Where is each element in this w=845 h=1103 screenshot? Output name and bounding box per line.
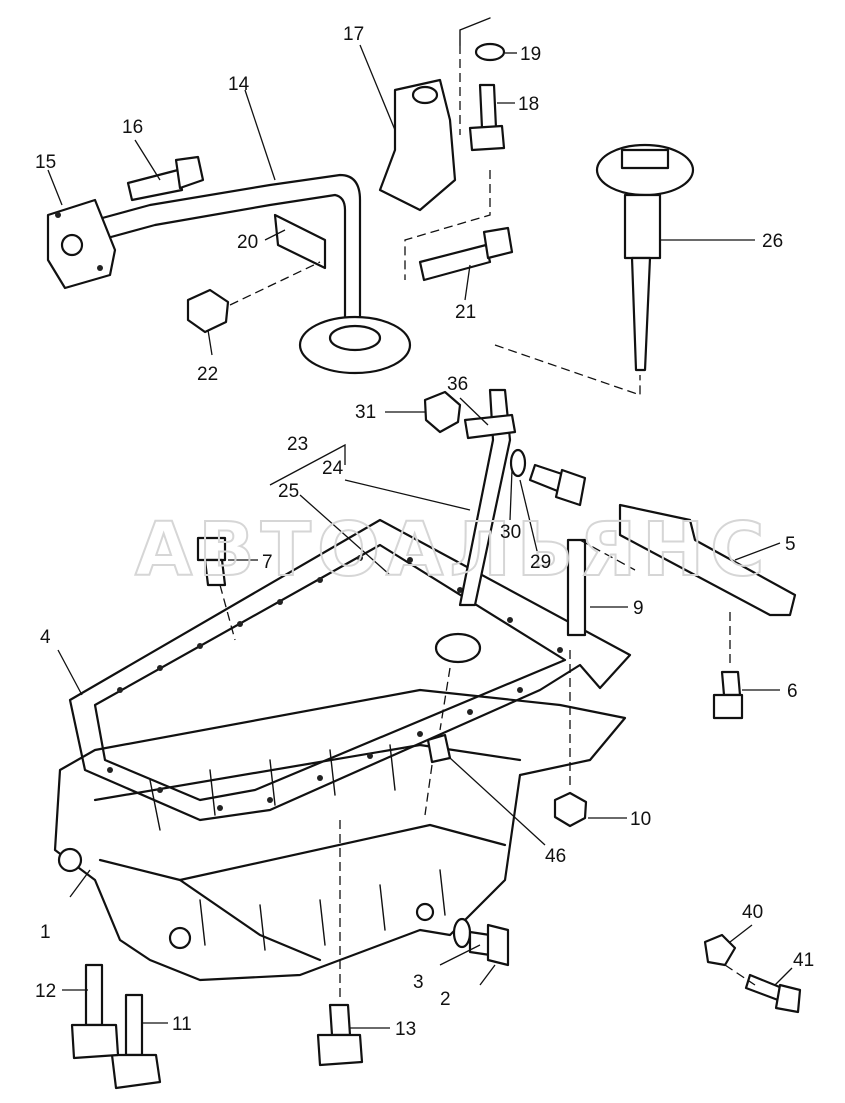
baffle-5 bbox=[618, 503, 797, 617]
washer-3 bbox=[452, 917, 472, 949]
callout-24: 24 bbox=[322, 458, 344, 479]
dipstick bbox=[595, 143, 695, 372]
nut-22 bbox=[186, 288, 230, 334]
callout-12: 12 bbox=[35, 981, 56, 1002]
watermark: АВТОАЛЬЯНС bbox=[135, 507, 770, 593]
callout-14: 14 bbox=[228, 74, 250, 95]
callout-46: 46 bbox=[545, 846, 566, 867]
callout-3: 3 bbox=[413, 972, 424, 993]
callout-22: 22 bbox=[197, 364, 218, 385]
callout-18: 18 bbox=[518, 94, 539, 115]
callout-9: 9 bbox=[633, 598, 644, 619]
oil-pan-gasket bbox=[68, 518, 632, 822]
plug-46 bbox=[426, 733, 452, 764]
bracket-20 bbox=[273, 213, 327, 270]
bolt-11 bbox=[110, 993, 162, 1090]
callout-36: 36 bbox=[447, 374, 468, 395]
callout-6: 6 bbox=[787, 681, 798, 702]
bolt-18 bbox=[468, 42, 506, 152]
callout-4: 4 bbox=[40, 627, 51, 648]
callout-7: 7 bbox=[262, 552, 273, 573]
bolt-41 bbox=[744, 973, 802, 1014]
oil-pickup-tube bbox=[46, 78, 457, 375]
bolt-29 bbox=[528, 463, 587, 507]
callout-1: 1 bbox=[40, 922, 51, 943]
callout-23: 23 bbox=[287, 434, 308, 455]
callout-labels: 1 2 3 4 5 6 7 9 10 11 12 13 14 15 16 17 … bbox=[35, 24, 814, 1040]
dipstick-tube bbox=[458, 388, 517, 607]
washer-30 bbox=[509, 448, 527, 478]
callout-30: 30 bbox=[500, 522, 521, 543]
callout-19: 19 bbox=[520, 44, 541, 65]
callout-25: 25 bbox=[278, 481, 299, 502]
seal-25 bbox=[434, 632, 482, 664]
callout-2: 2 bbox=[440, 989, 451, 1010]
bolt-16 bbox=[126, 155, 205, 202]
drain-plug-7 bbox=[196, 536, 227, 587]
callout-31: 31 bbox=[355, 402, 376, 423]
callout-20: 20 bbox=[237, 232, 258, 253]
nut-31 bbox=[423, 390, 462, 434]
callout-26: 26 bbox=[762, 231, 783, 252]
bolt-6 bbox=[712, 670, 744, 720]
callout-40: 40 bbox=[742, 902, 763, 923]
stud-9 bbox=[566, 538, 587, 637]
bolt-21 bbox=[418, 226, 514, 282]
callout-17: 17 bbox=[343, 24, 364, 45]
callout-21: 21 bbox=[455, 302, 476, 323]
callout-15: 15 bbox=[35, 152, 56, 173]
bolt-12 bbox=[70, 963, 120, 1060]
callout-5: 5 bbox=[785, 534, 796, 555]
callout-10: 10 bbox=[630, 809, 651, 830]
callout-41: 41 bbox=[793, 950, 814, 971]
bolt-13 bbox=[316, 1003, 364, 1067]
callout-29: 29 bbox=[530, 552, 551, 573]
callout-11: 11 bbox=[172, 1014, 192, 1035]
nut-10 bbox=[553, 791, 588, 828]
leader-lines bbox=[47, 44, 793, 1029]
clip-40 bbox=[703, 933, 737, 967]
assembly-lines bbox=[219, 17, 756, 1000]
callout-16: 16 bbox=[122, 117, 143, 138]
drain-bolt-2 bbox=[468, 923, 510, 967]
callout-13: 13 bbox=[395, 1019, 416, 1040]
